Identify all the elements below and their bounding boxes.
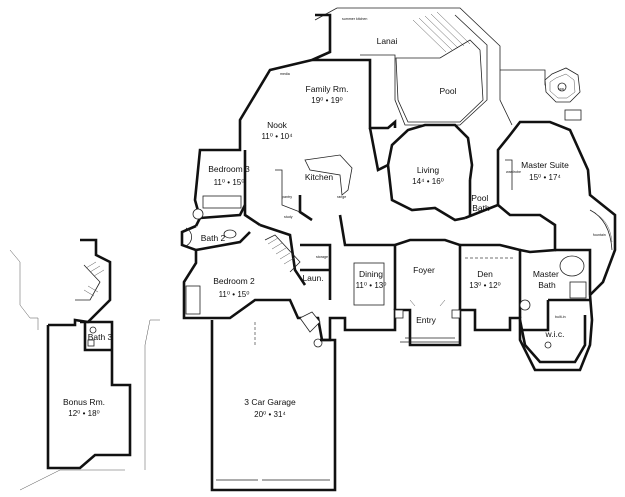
interior-walls	[195, 127, 592, 332]
wic-room	[518, 315, 587, 364]
garage-label: 3 Car Garage	[244, 397, 296, 407]
den-dimensions: 13⁰ • 12⁰	[469, 281, 500, 290]
laundry-label: Laun.	[302, 273, 323, 283]
main-stair	[264, 234, 301, 273]
family-room-label: Family Rm.	[306, 84, 349, 94]
study-label: study	[284, 215, 293, 219]
dining-dimensions: 11⁰ • 13⁰	[356, 281, 387, 290]
bedroom3-label: Bedroom 3	[208, 164, 250, 174]
pool	[395, 39, 484, 123]
bedroom2-label: Bedroom 2	[213, 276, 255, 286]
entry-porch	[394, 299, 461, 343]
bedroom3-dimensions: 11⁰ • 15⁰	[214, 178, 245, 187]
kitchen-island	[275, 154, 353, 213]
master-bath-line2: Bath	[538, 280, 556, 290]
bonus-wing-outline	[9, 249, 160, 491]
master-suite-label: Master Suite	[521, 160, 569, 170]
bonus-room-walls	[46, 318, 132, 470]
media-label: media	[280, 72, 290, 76]
master-suite-bay	[505, 109, 582, 190]
spa	[544, 67, 581, 103]
bonus-room-label: Bonus Rm.	[63, 397, 105, 407]
master-suite-dimensions: 15⁰ • 17⁴	[529, 173, 561, 182]
lanai-label: Lanai	[377, 36, 398, 46]
dining-table	[353, 262, 385, 306]
built-in-label: built-in	[555, 315, 566, 319]
pool-bath-line2: Bath	[472, 203, 490, 213]
garage-walls	[210, 320, 337, 492]
nook-label: Nook	[267, 120, 288, 130]
summer-kitchen-label: summer kitchen	[342, 17, 367, 21]
bedroom2-dimensions: 11⁰ • 15⁰	[219, 290, 250, 299]
pool-bath-line1: Pool	[471, 193, 488, 203]
fountain	[589, 209, 613, 251]
family-room-dimensions: 19⁰ • 19⁰	[311, 96, 342, 105]
living-label: Living	[417, 165, 439, 175]
living-dimensions: 14⁴ • 16⁰	[412, 177, 444, 186]
pool-label: Pool	[439, 86, 456, 96]
bath2-fixtures	[185, 208, 237, 247]
spa-label: spa	[558, 87, 564, 91]
nook-dimensions: 11⁰ • 10⁴	[261, 132, 293, 141]
lanai-deck	[314, 7, 556, 126]
bath2-label: Bath 2	[201, 233, 226, 243]
range-label: range	[337, 195, 346, 199]
master-bath-line1: Master	[533, 269, 559, 279]
master-bath-tub	[519, 255, 587, 311]
kitchen-label: Kitchen	[305, 172, 334, 182]
foyer-label: Foyer	[413, 265, 435, 275]
pool-bath-label: Pool Bath	[471, 193, 490, 213]
pantry-label: pantry	[282, 195, 292, 199]
wic-label: w.i.c.	[545, 329, 565, 339]
bedroom3-closet	[202, 195, 242, 209]
master-bath-label: Master Bath	[533, 269, 561, 290]
wardrobe-label: wardrobe	[506, 170, 521, 174]
bonus-stair	[75, 238, 112, 324]
garage-dimensions: 20⁰ • 31⁴	[254, 410, 286, 419]
dining-label: Dining	[359, 269, 383, 279]
fountain-label: fountain	[593, 233, 606, 237]
room-labels: Lanai Pool Family Rm. 19⁰ • 19⁰ Nook 11⁰…	[63, 36, 569, 419]
bath3-label: Bath 3	[88, 332, 113, 342]
storage-label: storage	[316, 255, 328, 259]
den-label: Den	[477, 269, 493, 279]
bonus-room-dimensions: 12⁰ • 18⁰	[68, 409, 99, 418]
fixture-labels: summer kitchen media pantry range study …	[280, 17, 606, 319]
bedroom2-closet	[185, 285, 201, 315]
entry-label: Entry	[416, 315, 437, 325]
exterior-walls	[180, 13, 617, 372]
